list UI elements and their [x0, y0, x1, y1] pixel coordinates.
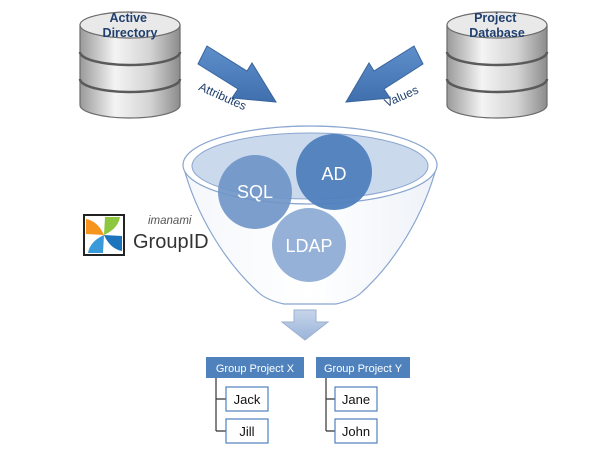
group-project-x: Group Project X Jack Jill	[206, 357, 304, 444]
member-name: Jill	[239, 424, 254, 439]
logo-brand-text: imanami	[148, 215, 192, 227]
down-arrow-icon	[280, 309, 330, 341]
sql-circle-label: SQL	[237, 182, 273, 202]
group-x-header	[206, 357, 304, 378]
member-box	[225, 418, 269, 444]
active-directory-database-icon	[78, 11, 182, 119]
project-database-icon	[445, 11, 549, 119]
sql-circle	[218, 155, 292, 229]
group-project-y: Group Project Y Jane John	[316, 357, 410, 444]
values-arrow-icon	[345, 45, 424, 103]
imanami-logo-icon	[83, 214, 125, 256]
group-y-header	[316, 357, 410, 378]
attributes-arrow-icon	[197, 45, 277, 103]
ldap-circle	[272, 208, 346, 282]
member-name: Jack	[234, 392, 261, 407]
active-directory-label: Active Directory	[103, 11, 158, 40]
logo-product-text: GroupID	[133, 231, 209, 253]
group-y-title: Group Project Y	[324, 363, 403, 375]
member-name: Jane	[342, 392, 370, 407]
ldap-circle-label: LDAP	[285, 236, 332, 256]
member-box	[225, 386, 269, 412]
ad-circle	[296, 134, 372, 210]
project-database-label: Project Database	[469, 11, 525, 40]
member-box	[334, 418, 378, 444]
member-name: John	[342, 424, 370, 439]
ad-circle-label: AD	[321, 164, 346, 184]
member-box	[334, 386, 378, 412]
group-x-title: Group Project X	[216, 363, 295, 375]
